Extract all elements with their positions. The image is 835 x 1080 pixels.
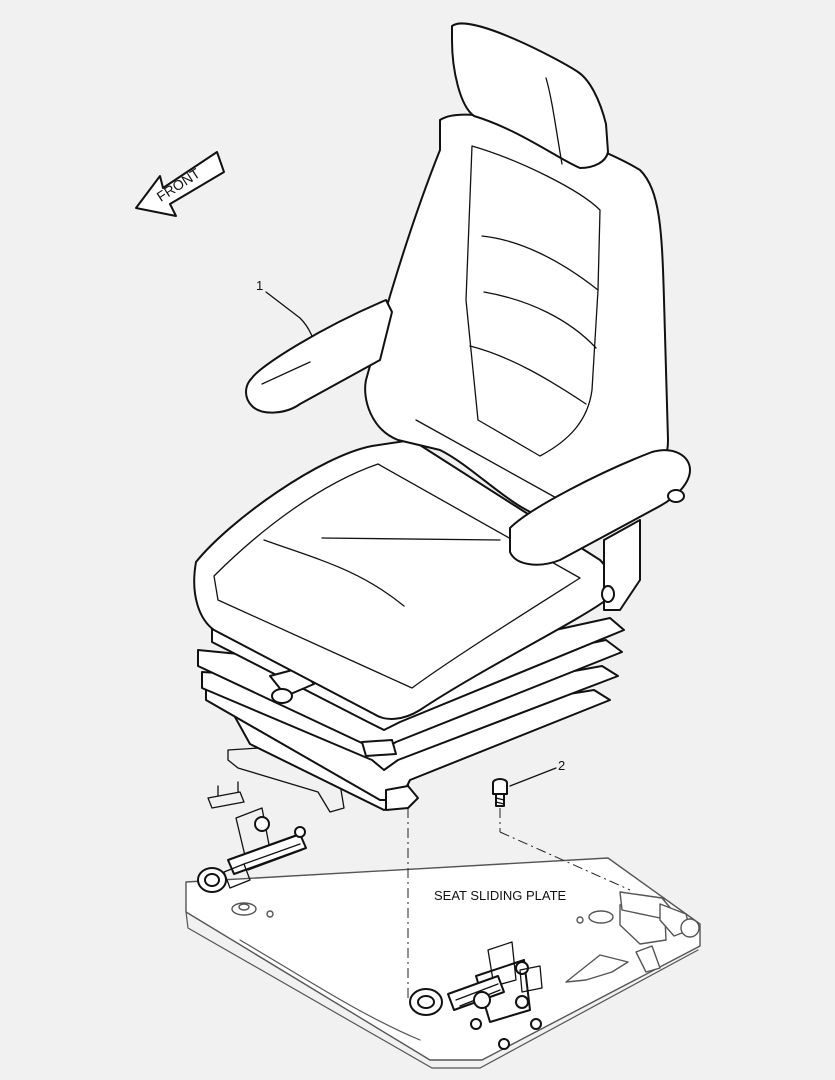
seat-cushion [193,439,613,720]
seat-armrest-left [245,299,393,414]
bolt-icon [492,778,508,807]
slide-rail-left [197,781,307,893]
seat-headrest [451,22,609,169]
seat-sliding-plate [185,857,701,1069]
leader-line-1 [265,291,313,337]
alignment-line-plate [499,831,631,891]
seat-armrest-right [509,449,691,611]
slide-rail-right [409,941,543,1050]
seat-callout-number: 1 [256,278,264,293]
front-arrow-icon: FRONT [135,151,225,217]
leader-line-2 [509,767,557,787]
bolt-callout-number: 2 [558,758,566,773]
plate-label: SEAT SLIDING PLATE [434,888,567,903]
